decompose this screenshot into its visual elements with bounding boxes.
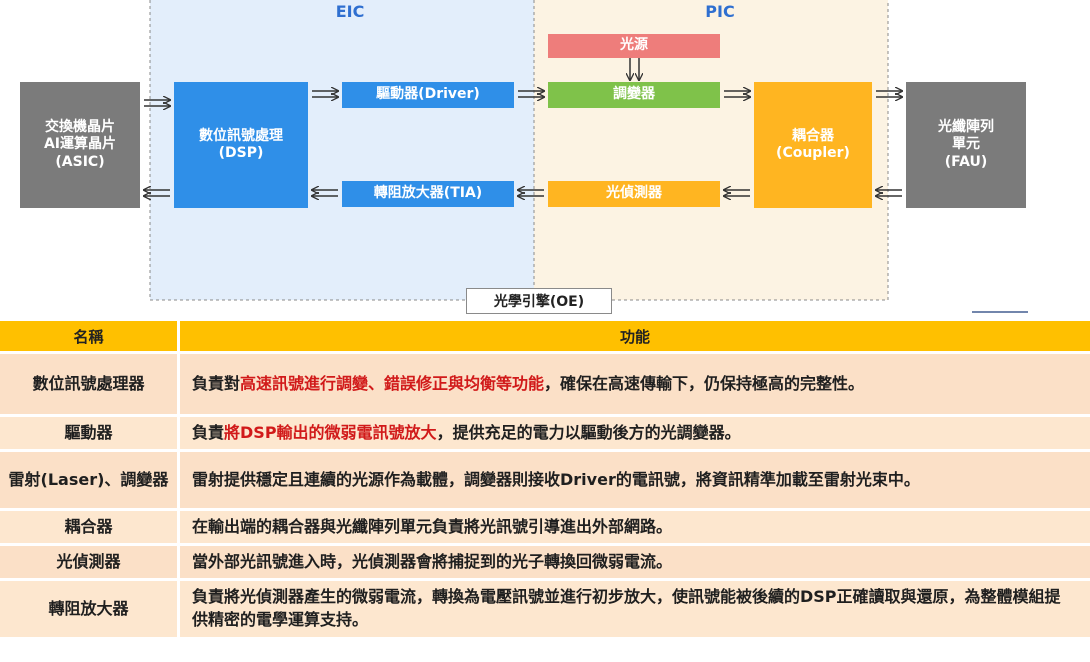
header-function: 功能 — [180, 321, 1090, 351]
optical-engine-diagram: EIC PIC 交換機晶片 AI運算晶片 (ASIC) 數位訊號處理 (DSP)… — [0, 0, 1090, 318]
row-name: 轉阻放大器 — [0, 581, 180, 637]
row-name: 雷射(Laser)、調變器 — [0, 452, 180, 508]
table-row: 轉阻放大器 負責將光偵測器產生的微弱電流，轉換為電壓訊號並進行初步放大，使訊號能… — [0, 581, 1090, 637]
header-name: 名稱 — [0, 321, 180, 351]
row-name: 光偵測器 — [0, 546, 180, 578]
optical-engine-label: 光學引擎(OE) — [466, 288, 612, 314]
modulator-box: 調變器 — [548, 82, 720, 108]
pic-label: PIC — [705, 2, 735, 21]
row-function: 負責將DSP輸出的微弱電訊號放大，提供充足的電力以驅動後方的光調變器。 — [180, 417, 1090, 449]
eic-label: EIC — [335, 2, 365, 21]
light-source-box: 光源 — [548, 34, 720, 58]
table-row: 數位訊號處理器 負責對高速訊號進行調變、錯誤修正與均衡等功能，確保在高速傳輸下，… — [0, 354, 1090, 414]
photodetector-box: 光偵測器 — [548, 181, 720, 207]
driver-box: 驅動器(Driver) — [342, 82, 514, 108]
row-name: 數位訊號處理器 — [0, 354, 180, 414]
row-function: 在輸出端的耦合器與光纖陣列單元負責將光訊號引導進出外部網路。 — [180, 511, 1090, 543]
tia-box: 轉阻放大器(TIA) — [342, 181, 514, 207]
table-row: 光偵測器 當外部光訊號進入時，光偵測器會將捕捉到的光子轉換回微弱電流。 — [0, 546, 1090, 578]
row-function: 負責對高速訊號進行調變、錯誤修正與均衡等功能，確保在高速傳輸下，仍保持極高的完整… — [180, 354, 1090, 414]
table-row: 耦合器 在輸出端的耦合器與光纖陣列單元負責將光訊號引導進出外部網路。 — [0, 511, 1090, 543]
row-function: 當外部光訊號進入時，光偵測器會將捕捉到的光子轉換回微弱電流。 — [180, 546, 1090, 578]
coupler-box: 耦合器 (Coupler) — [754, 82, 872, 208]
table-row: 驅動器 負責將DSP輸出的微弱電訊號放大，提供充足的電力以驅動後方的光調變器。 — [0, 417, 1090, 449]
table-header-row: 名稱 功能 — [0, 321, 1090, 351]
dsp-box: 數位訊號處理 (DSP) — [174, 82, 308, 208]
diagram-lines — [0, 0, 1028, 313]
row-function: 雷射提供穩定且連續的光源作為載體，調變器則接收Driver的電訊號，將資訊精準加… — [180, 452, 1090, 508]
asic-box: 交換機晶片 AI運算晶片 (ASIC) — [20, 82, 140, 208]
row-function: 負責將光偵測器產生的微弱電流，轉換為電壓訊號並進行初步放大，使訊號能被後續的DS… — [180, 581, 1090, 637]
row-name: 驅動器 — [0, 417, 180, 449]
row-name: 耦合器 — [0, 511, 180, 543]
table-row: 雷射(Laser)、調變器 雷射提供穩定且連續的光源作為載體，調變器則接收Dri… — [0, 452, 1090, 508]
function-table: 名稱 功能 數位訊號處理器 負責對高速訊號進行調變、錯誤修正與均衡等功能，確保在… — [0, 318, 1090, 640]
oe-border-right — [612, 0, 889, 301]
oe-border-left — [149, 0, 466, 301]
fau-box: 光纖陣列 單元 (FAU) — [906, 82, 1026, 208]
